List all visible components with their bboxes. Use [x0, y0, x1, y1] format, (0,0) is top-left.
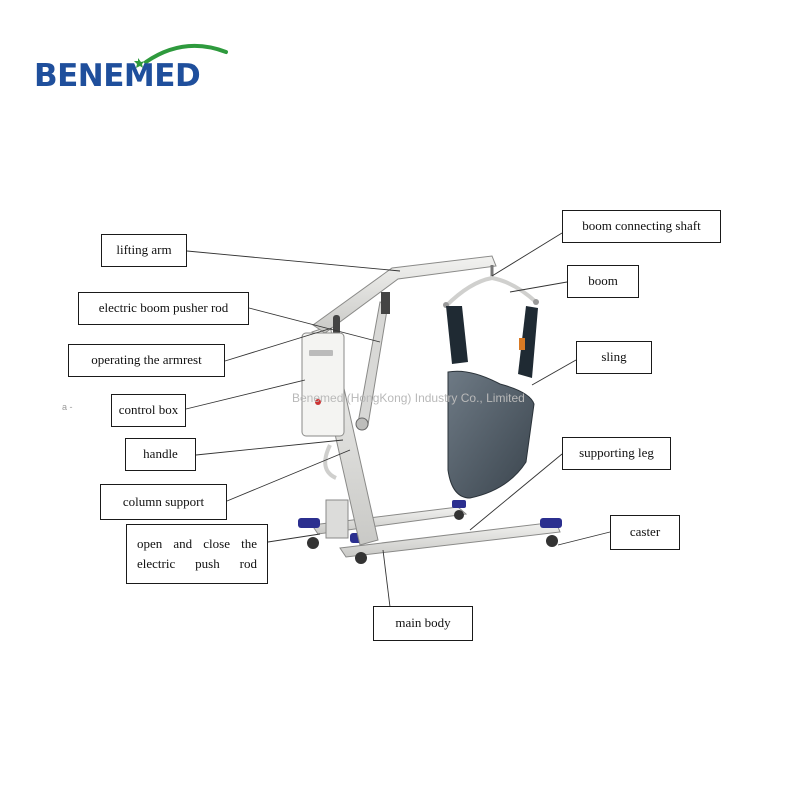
label-boom: boom [567, 265, 639, 298]
watermark-text: Benemed (HongKong) Industry Co., Limited [292, 391, 525, 405]
logo-arc-icon [134, 43, 228, 68]
sling-shape [446, 306, 538, 499]
label-open-close-line1: open and close the [137, 535, 257, 551]
leader-lines [185, 232, 611, 608]
label-open-close-line2: electric push rod [137, 556, 257, 571]
label-electric-boom-pusher-rod: electric boom pusher rod [78, 292, 249, 325]
label-control-box: control box [111, 394, 186, 427]
label-operating-the-armrest: operating the armrest [68, 344, 225, 377]
label-column-support: column support [100, 484, 227, 520]
label-caster: caster [610, 515, 680, 550]
label-handle: handle [125, 438, 196, 471]
label-supporting-leg: supporting leg [562, 437, 671, 470]
logo-wordmark: BENEMED [34, 58, 201, 94]
pusher-rod-shape [355, 292, 390, 431]
control-box-shape [301, 332, 345, 437]
stray-mark: a - [62, 402, 73, 412]
label-boom-connecting-shaft: boom connecting shaft [562, 210, 721, 243]
caster-wheels [307, 510, 558, 564]
label-main-body: main body [373, 606, 473, 641]
benemed-logo: BENEMED [34, 40, 234, 100]
lifting-arm-shape [312, 255, 497, 334]
label-lifting-arm: lifting arm [101, 234, 187, 267]
label-sling: sling [576, 341, 652, 374]
label-open-close-push-rod: open and close the electric push rod [126, 524, 268, 584]
